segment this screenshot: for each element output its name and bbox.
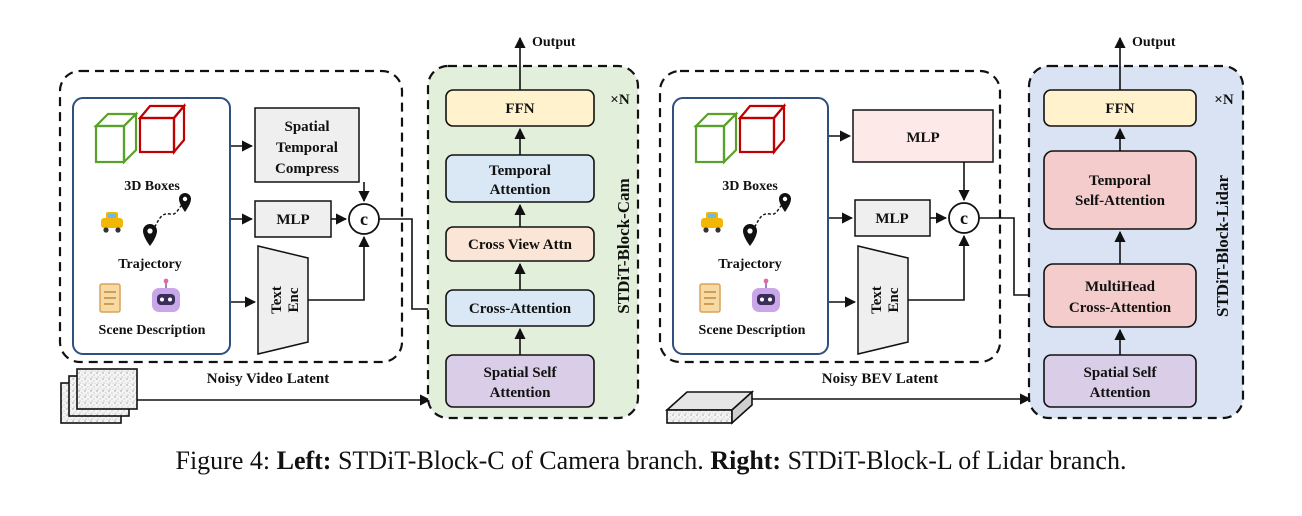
green-cube-icon	[693, 111, 739, 165]
camera-branch: 3D Boxes Trajectory	[58, 35, 640, 424]
condition-container	[658, 69, 1002, 364]
svg-text:Cross View Attn: Cross View Attn	[468, 237, 573, 253]
svg-text:Temporal: Temporal	[276, 140, 338, 156]
output-label: Output	[532, 35, 576, 50]
svg-text:Attention: Attention	[490, 182, 551, 198]
svg-text:MLP: MLP	[875, 211, 908, 227]
lidar-branch: 3D Boxes Trajectory	[658, 35, 1245, 425]
taxi-icon	[101, 212, 123, 233]
svg-text:MLP: MLP	[276, 212, 309, 228]
video-latent-label: Noisy Video Latent	[207, 371, 330, 387]
red-cube-icon	[737, 102, 787, 156]
svg-text:Enc: Enc	[286, 287, 302, 312]
svg-text:FFN: FFN	[505, 101, 534, 117]
figure-caption: Figure 4: Left: STDiT-Block-C of Camera …	[0, 446, 1302, 476]
location-pin-icon	[143, 193, 191, 246]
bev-latent-label: Noisy BEV Latent	[822, 371, 938, 387]
trajectory-path	[749, 203, 785, 237]
architecture-diagram: 3D Boxes Trajectory	[58, 35, 1245, 425]
bev-latent-slab	[664, 390, 755, 425]
trajectory-label: Trajectory	[718, 257, 781, 272]
svg-text:Self-Attention: Self-Attention	[1075, 193, 1166, 209]
trajectory-label: Trajectory	[118, 257, 181, 272]
svg-text:Enc: Enc	[886, 287, 902, 312]
caption-left-text: STDiT-Block-C of Camera branch.	[331, 446, 711, 475]
block-side-label: STDiT-Block-Cam	[614, 178, 633, 313]
temporal-self-attention-box	[1043, 150, 1197, 230]
scene-label: Scene Description	[699, 323, 806, 338]
condition-container	[58, 69, 404, 364]
svg-text:Spatial Self: Spatial Self	[484, 365, 558, 381]
location-pin-icon	[743, 193, 791, 246]
video-latent-stack	[60, 368, 138, 424]
svg-text:Text: Text	[269, 286, 285, 314]
mlp-box	[854, 199, 931, 237]
repeat-label: ×N	[610, 92, 630, 108]
block-side-label: STDiT-Block-Lidar	[1213, 175, 1232, 317]
svg-text:FFN: FFN	[1105, 101, 1134, 117]
svg-text:Spatial: Spatial	[284, 119, 329, 135]
scene-label: Scene Description	[99, 323, 206, 338]
robot-icon	[152, 278, 180, 312]
svg-text:Attention: Attention	[1090, 385, 1151, 401]
mlp-top-box	[852, 109, 994, 163]
svg-text:c: c	[360, 209, 368, 229]
svg-text:Compress: Compress	[275, 161, 339, 177]
taxi-icon	[701, 212, 723, 233]
scroll-icon	[699, 283, 721, 313]
svg-text:Attention: Attention	[490, 385, 551, 401]
svg-text:MultiHead: MultiHead	[1085, 279, 1156, 295]
text-encoder	[257, 245, 309, 355]
svg-text:Cross-Attention: Cross-Attention	[1069, 300, 1172, 316]
svg-text:Text: Text	[869, 286, 885, 314]
trajectory-path	[149, 203, 185, 237]
svg-text:MLP: MLP	[906, 130, 939, 146]
svg-text:Cross-Attention: Cross-Attention	[469, 301, 572, 317]
repeat-label: ×N	[1214, 92, 1234, 108]
caption-right-bold: Right:	[710, 446, 782, 475]
caption-right-text: STDiT-Block-L of Lidar branch.	[781, 446, 1127, 475]
caption-left-bold: Left:	[276, 446, 332, 475]
green-cube-icon	[93, 111, 139, 165]
multihead-cross-attention-box	[1043, 263, 1197, 328]
svg-text:Temporal: Temporal	[489, 163, 551, 179]
caption-prefix: Figure 4:	[175, 446, 277, 475]
boxes-label: 3D Boxes	[722, 179, 778, 194]
text-encoder	[857, 245, 909, 355]
svg-text:c: c	[960, 208, 968, 228]
boxes-label: 3D Boxes	[124, 179, 180, 194]
scroll-icon	[99, 283, 121, 313]
spatial-temporal-compress-box	[254, 107, 360, 183]
svg-text:Spatial Self: Spatial Self	[1084, 365, 1158, 381]
red-cube-icon	[137, 102, 187, 156]
robot-icon	[752, 278, 780, 312]
svg-text:Temporal: Temporal	[1089, 173, 1151, 189]
mlp-box	[254, 200, 332, 238]
output-label: Output	[1132, 35, 1176, 50]
